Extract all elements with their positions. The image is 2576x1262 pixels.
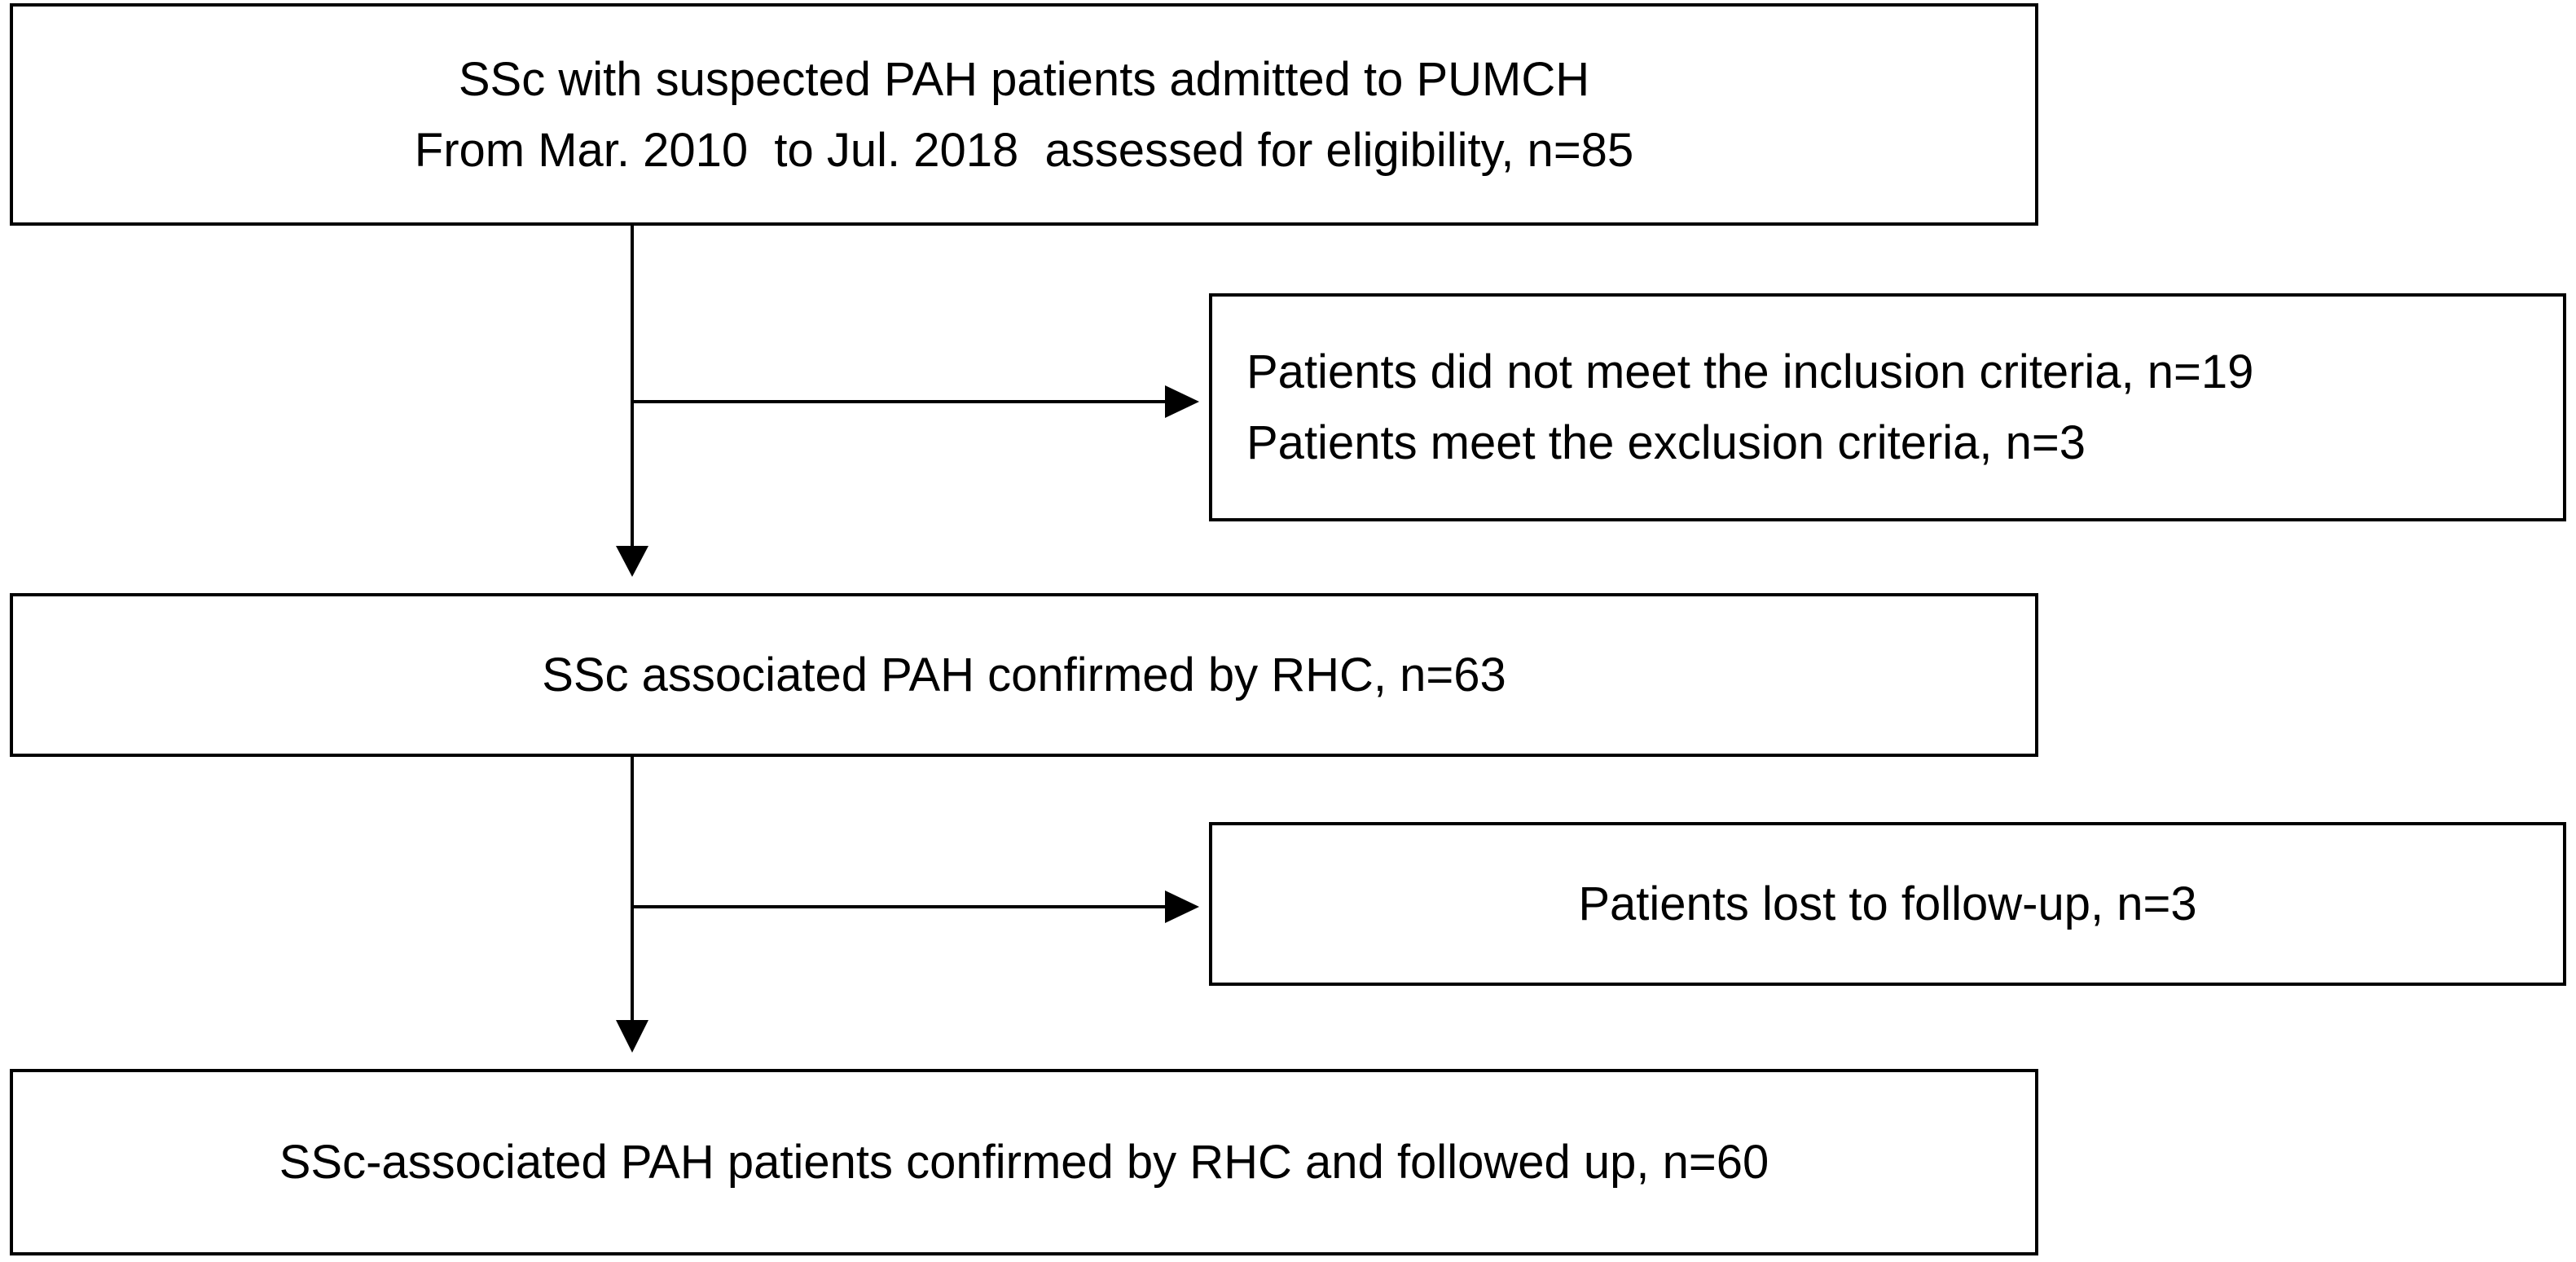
final-box: SSc-associated PAH patients confirmed by…	[10, 1069, 2038, 1255]
excluded-line-2: Patients meet the exclusion criteria, n=…	[1246, 416, 2086, 469]
lost-text: Patients lost to follow-up, n=3	[1578, 877, 2197, 930]
connector-to-excluded	[632, 385, 1199, 418]
excluded-line-1: Patients did not meet the inclusion crit…	[1246, 345, 2254, 398]
lost-box: Patients lost to follow-up, n=3	[1209, 822, 2566, 986]
final-text: SSc-associated PAH patients confirmed by…	[279, 1136, 1769, 1189]
connector-screened-to-confirmed	[616, 226, 648, 577]
confirmed-text: SSc associated PAH confirmed by RHC, n=6…	[542, 649, 1506, 701]
screened-box: SSc with suspected PAH patients admitted…	[10, 3, 2038, 226]
connector-confirmed-to-final	[616, 757, 648, 1053]
screened-line-2: From Mar. 2010 to Jul. 2018 assessed for…	[414, 123, 1634, 177]
connector-to-lost	[632, 890, 1199, 923]
excluded-box: Patients did not meet the inclusion crit…	[1209, 293, 2566, 521]
confirmed-box: SSc associated PAH confirmed by RHC, n=6…	[10, 593, 2038, 757]
screened-line-1: SSc with suspected PAH patients admitted…	[458, 52, 1590, 106]
